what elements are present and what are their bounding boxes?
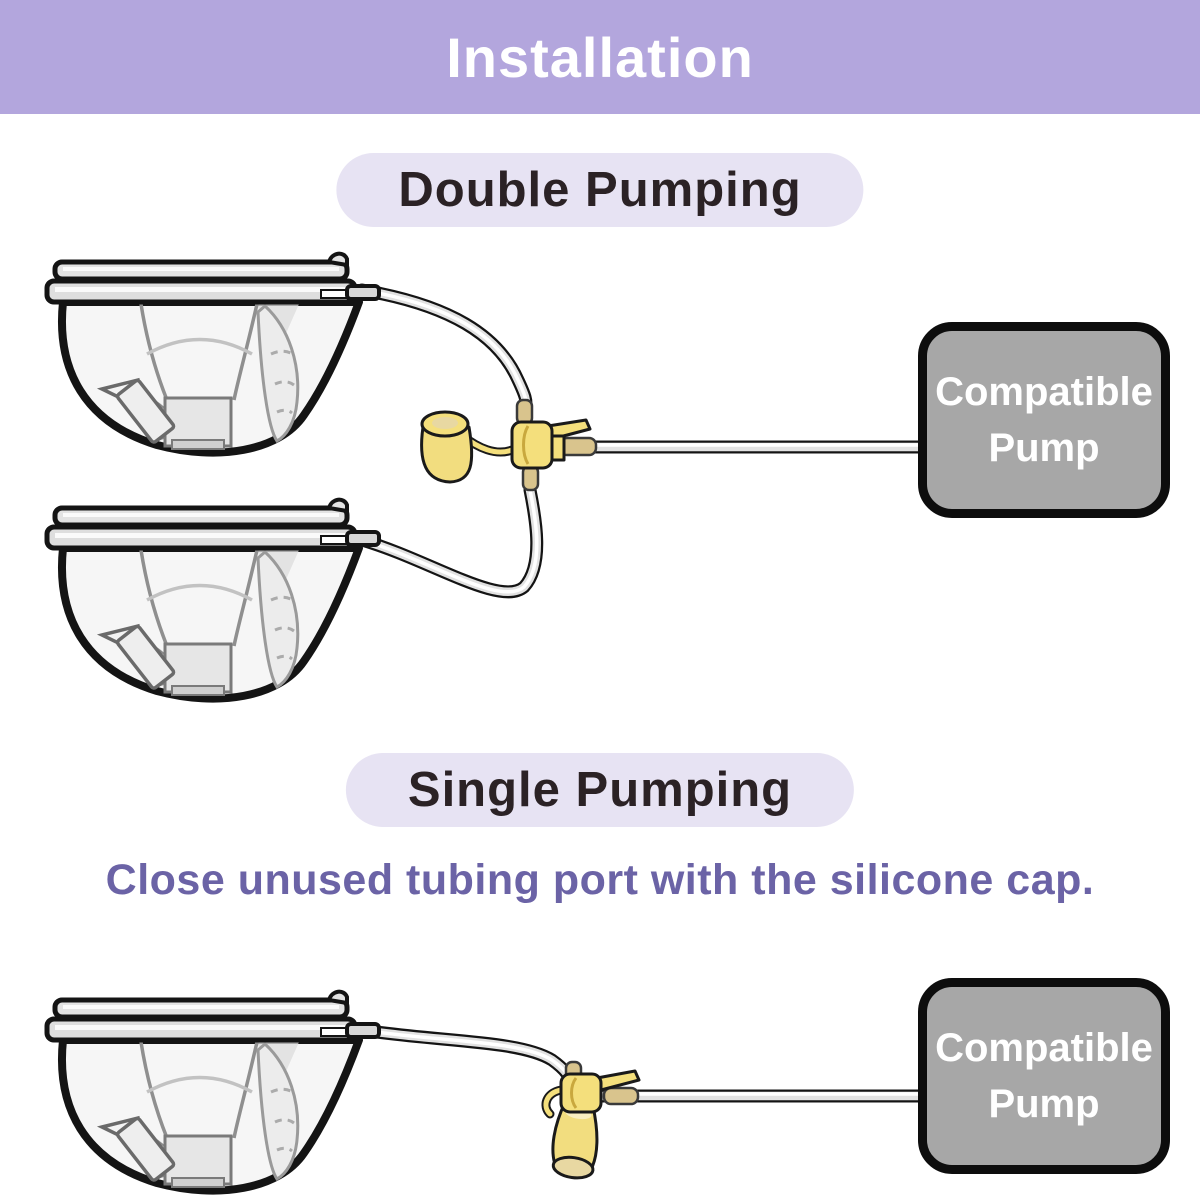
tubing-top-cup — [355, 283, 533, 411]
single-pumping-heading: Single Pumping — [345, 753, 855, 827]
single-pumping-diagram — [0, 940, 935, 1200]
pump-label-line1: Compatible — [935, 1026, 1153, 1070]
pump-label-line2: Pump — [988, 426, 1100, 470]
pump-label-line1: Compatible — [935, 370, 1153, 414]
compatible-pump-box: Compatible Pump — [918, 978, 1170, 1174]
collection-cup — [47, 992, 379, 1191]
double-pumping-heading: Double Pumping — [336, 153, 864, 227]
tubing-to-pump — [549, 436, 935, 457]
silicone-cap-closing-port — [541, 1085, 599, 1180]
double-pumping-label: Double Pumping — [398, 163, 802, 217]
collection-cup — [47, 500, 379, 699]
single-pumping-label: Single Pumping — [407, 763, 793, 817]
silicone-cap — [420, 410, 517, 484]
compatible-pump-box: Compatible Pump — [918, 322, 1170, 518]
double-pumping-diagram — [0, 225, 935, 725]
tubing-connector — [510, 398, 592, 492]
header-banner: Installation — [0, 0, 1200, 114]
pump-label-line2: Pump — [988, 1082, 1100, 1126]
collection-cup — [47, 254, 379, 453]
tubing-connector — [559, 1060, 641, 1114]
page-title: Installation — [446, 25, 754, 89]
tubing-cup — [355, 1023, 579, 1091]
tubing-bottom-cup — [355, 483, 544, 599]
tubing-to-pump — [591, 1086, 935, 1106]
silicone-cap-note: Close unused tubing port with the silico… — [105, 856, 1095, 904]
